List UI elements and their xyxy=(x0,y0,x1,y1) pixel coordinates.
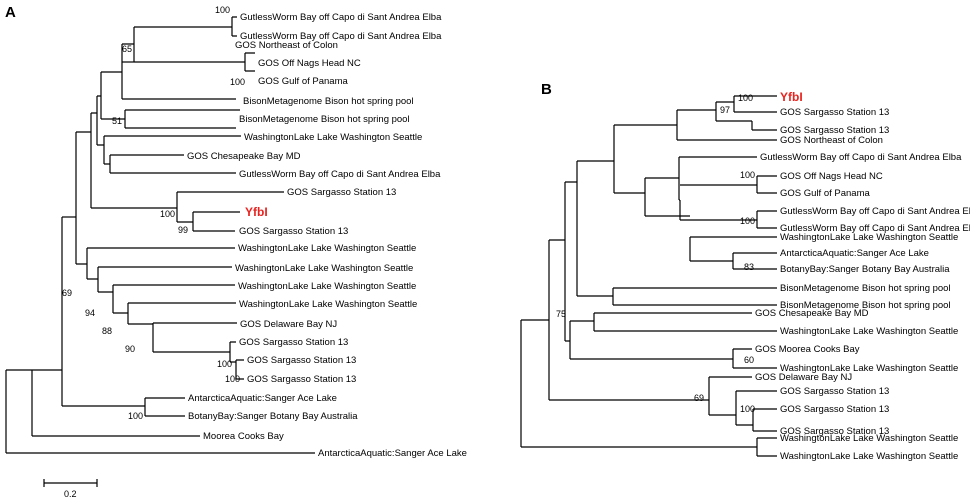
tree-a-tip-17: WashingtonLake Lake Washington Seattle xyxy=(239,299,417,310)
tree-a-support-4: 51 xyxy=(112,116,122,126)
tree-a-support-9: 88 xyxy=(102,326,112,336)
tree-a-support-10: 90 xyxy=(125,344,135,354)
tree-b-tip-13: BisonMetagenome Bison hot spring pool xyxy=(780,283,951,294)
tree-b-tip-7: GOS Gulf of Panama xyxy=(780,188,870,199)
tree-b-tip-22: GOS Sargasso Station 13 xyxy=(780,426,889,437)
tree-b-support-4: 100 xyxy=(740,216,755,226)
tree-b-support-9: 100 xyxy=(740,404,755,414)
tree-b-tip-3: GOS Sargasso Station 13 xyxy=(780,125,889,136)
tree-a-tip-3: GOS Northeast of Colon xyxy=(235,40,338,51)
tree-a-support-3: 100 xyxy=(230,77,245,87)
tree-a-tip-8: WashingtonLake Lake Washington Seattle xyxy=(244,132,422,143)
tree-b-tip-15: GOS Chesapeake Bay MD xyxy=(755,308,869,319)
tree-b-tip-4: GOS Northeast of Colon xyxy=(780,135,883,146)
tree-b-support-1: 100 xyxy=(738,93,753,103)
tree-a-tip-4: GOS Off Nags Head NC xyxy=(258,58,361,69)
tree-b-support-8: 69 xyxy=(694,393,704,403)
tree-a-support-6: 99 xyxy=(178,225,188,235)
tree-b-tip-2: GOS Sargasso Station 13 xyxy=(780,107,889,118)
tree-b-tip-11: AntarcticaAquatic:Sanger Ace Lake xyxy=(780,248,929,259)
tree-a-tip-22: AntarcticaAquatic:Sanger Ace Lake xyxy=(188,393,337,404)
tree-a-tip-18: GOS Delaware Bay NJ xyxy=(240,319,337,330)
tree-a-tip-14: WashingtonLake Lake Washington Seattle xyxy=(238,243,416,254)
tree-b-support-5: 83 xyxy=(744,262,754,272)
panel-b-letter: B xyxy=(541,81,552,98)
tree-a-support-11: 100 xyxy=(217,359,232,369)
scale-label: 0.2 xyxy=(64,489,77,498)
tree-b: YfbI GOS Sargasso Station 13 GOS Sargass… xyxy=(520,90,970,462)
tree-a-support-2: 65 xyxy=(122,44,132,54)
tree-a-tip-5: GOS Gulf of Panama xyxy=(258,76,348,87)
tree-a-tip-25: AntarcticaAquatic:Sanger Ace Lake xyxy=(318,448,467,459)
tree-b-tip-9: GutlessWorm Bay off Capo di Sant Andrea … xyxy=(780,223,970,234)
tree-b-tip-21: GOS Sargasso Station 13 xyxy=(780,404,889,415)
tree-a: GutlessWorm Bay off Capo di Sant Andrea … xyxy=(5,5,467,498)
tree-b-tip-19: GOS Delaware Bay NJ xyxy=(755,372,852,383)
tree-b-tip-24: WashingtonLake Lake Washington Seattle xyxy=(780,451,958,462)
tree-a-tip-13: GOS Sargasso Station 13 xyxy=(239,226,348,237)
tree-a-support-12: 100 xyxy=(225,374,240,384)
tree-a-tip-19: GOS Sargasso Station 13 xyxy=(239,337,348,348)
tree-b-tip-20: GOS Sargasso Station 13 xyxy=(780,386,889,397)
tree-a-support-8: 94 xyxy=(85,308,95,318)
tree-b-support-6: 75 xyxy=(556,309,566,319)
tree-a-tip-24: Moorea Cooks Bay xyxy=(203,431,284,442)
tree-a-tip-23: BotanyBay:Sanger Botany Bay Australia xyxy=(188,411,358,422)
tree-b-tip-yfbi: YfbI xyxy=(780,90,803,104)
tree-a-tip-yfbi: YfbI xyxy=(245,205,268,219)
tree-b-tip-6: GOS Off Nags Head NC xyxy=(780,171,883,182)
tree-a-support-13: 100 xyxy=(128,411,143,421)
tree-b-tip-8: GutlessWorm Bay off Capo di Sant Andrea … xyxy=(780,206,970,217)
tree-b-support-3: 100 xyxy=(740,170,755,180)
tree-a-tip-6: BisonMetagenome Bison hot spring pool xyxy=(243,96,414,107)
tree-a-tip-21: GOS Sargasso Station 13 xyxy=(247,374,356,385)
tree-b-tip-17: GOS Moorea Cooks Bay xyxy=(755,344,860,355)
tree-b-support-2: 97 xyxy=(720,105,730,115)
tree-a-support-5: 100 xyxy=(160,209,175,219)
panel-a-letter: A xyxy=(5,4,16,21)
tree-b-tip-16: WashingtonLake Lake Washington Seattle xyxy=(780,326,958,337)
tree-b-tip-12: BotanyBay:Sanger Botany Bay Australia xyxy=(780,264,950,275)
tree-b-tip-10: WashingtonLake Lake Washington Seattle xyxy=(780,232,958,243)
tree-a-tip-15: WashingtonLake Lake Washington Seattle xyxy=(235,263,413,274)
tree-a-support-1: 100 xyxy=(215,5,230,15)
tree-b-tip-18: WashingtonLake Lake Washington Seattle xyxy=(780,363,958,374)
tree-a-tip-7: BisonMetagenome Bison hot spring pool xyxy=(239,114,410,125)
tree-b-tip-14: BisonMetagenome Bison hot spring pool xyxy=(780,300,951,311)
tree-a-tip-20: GOS Sargasso Station 13 xyxy=(247,355,356,366)
tree-a-tip-1: GutlessWorm Bay off Capo di Sant Andrea … xyxy=(240,12,442,23)
tree-a-support-7: 69 xyxy=(62,288,72,298)
tree-a-tip-10: GutlessWorm Bay off Capo di Sant Andrea … xyxy=(239,169,441,180)
tree-a-tip-16: WashingtonLake Lake Washington Seattle xyxy=(238,281,416,292)
tree-b-tip-23: WashingtonLake Lake Washington Seattle xyxy=(780,433,958,444)
tree-b-tip-5: GutlessWorm Bay off Capo di Sant Andrea … xyxy=(760,152,962,163)
tree-a-tip-2: GutlessWorm Bay off Capo di Sant Andrea … xyxy=(240,31,442,42)
scale-bar xyxy=(43,479,98,487)
tree-a-tip-9: GOS Chesapeake Bay MD xyxy=(187,151,301,162)
tree-a-tip-11: GOS Sargasso Station 13 xyxy=(287,187,396,198)
tree-b-support-7: 60 xyxy=(744,355,754,365)
